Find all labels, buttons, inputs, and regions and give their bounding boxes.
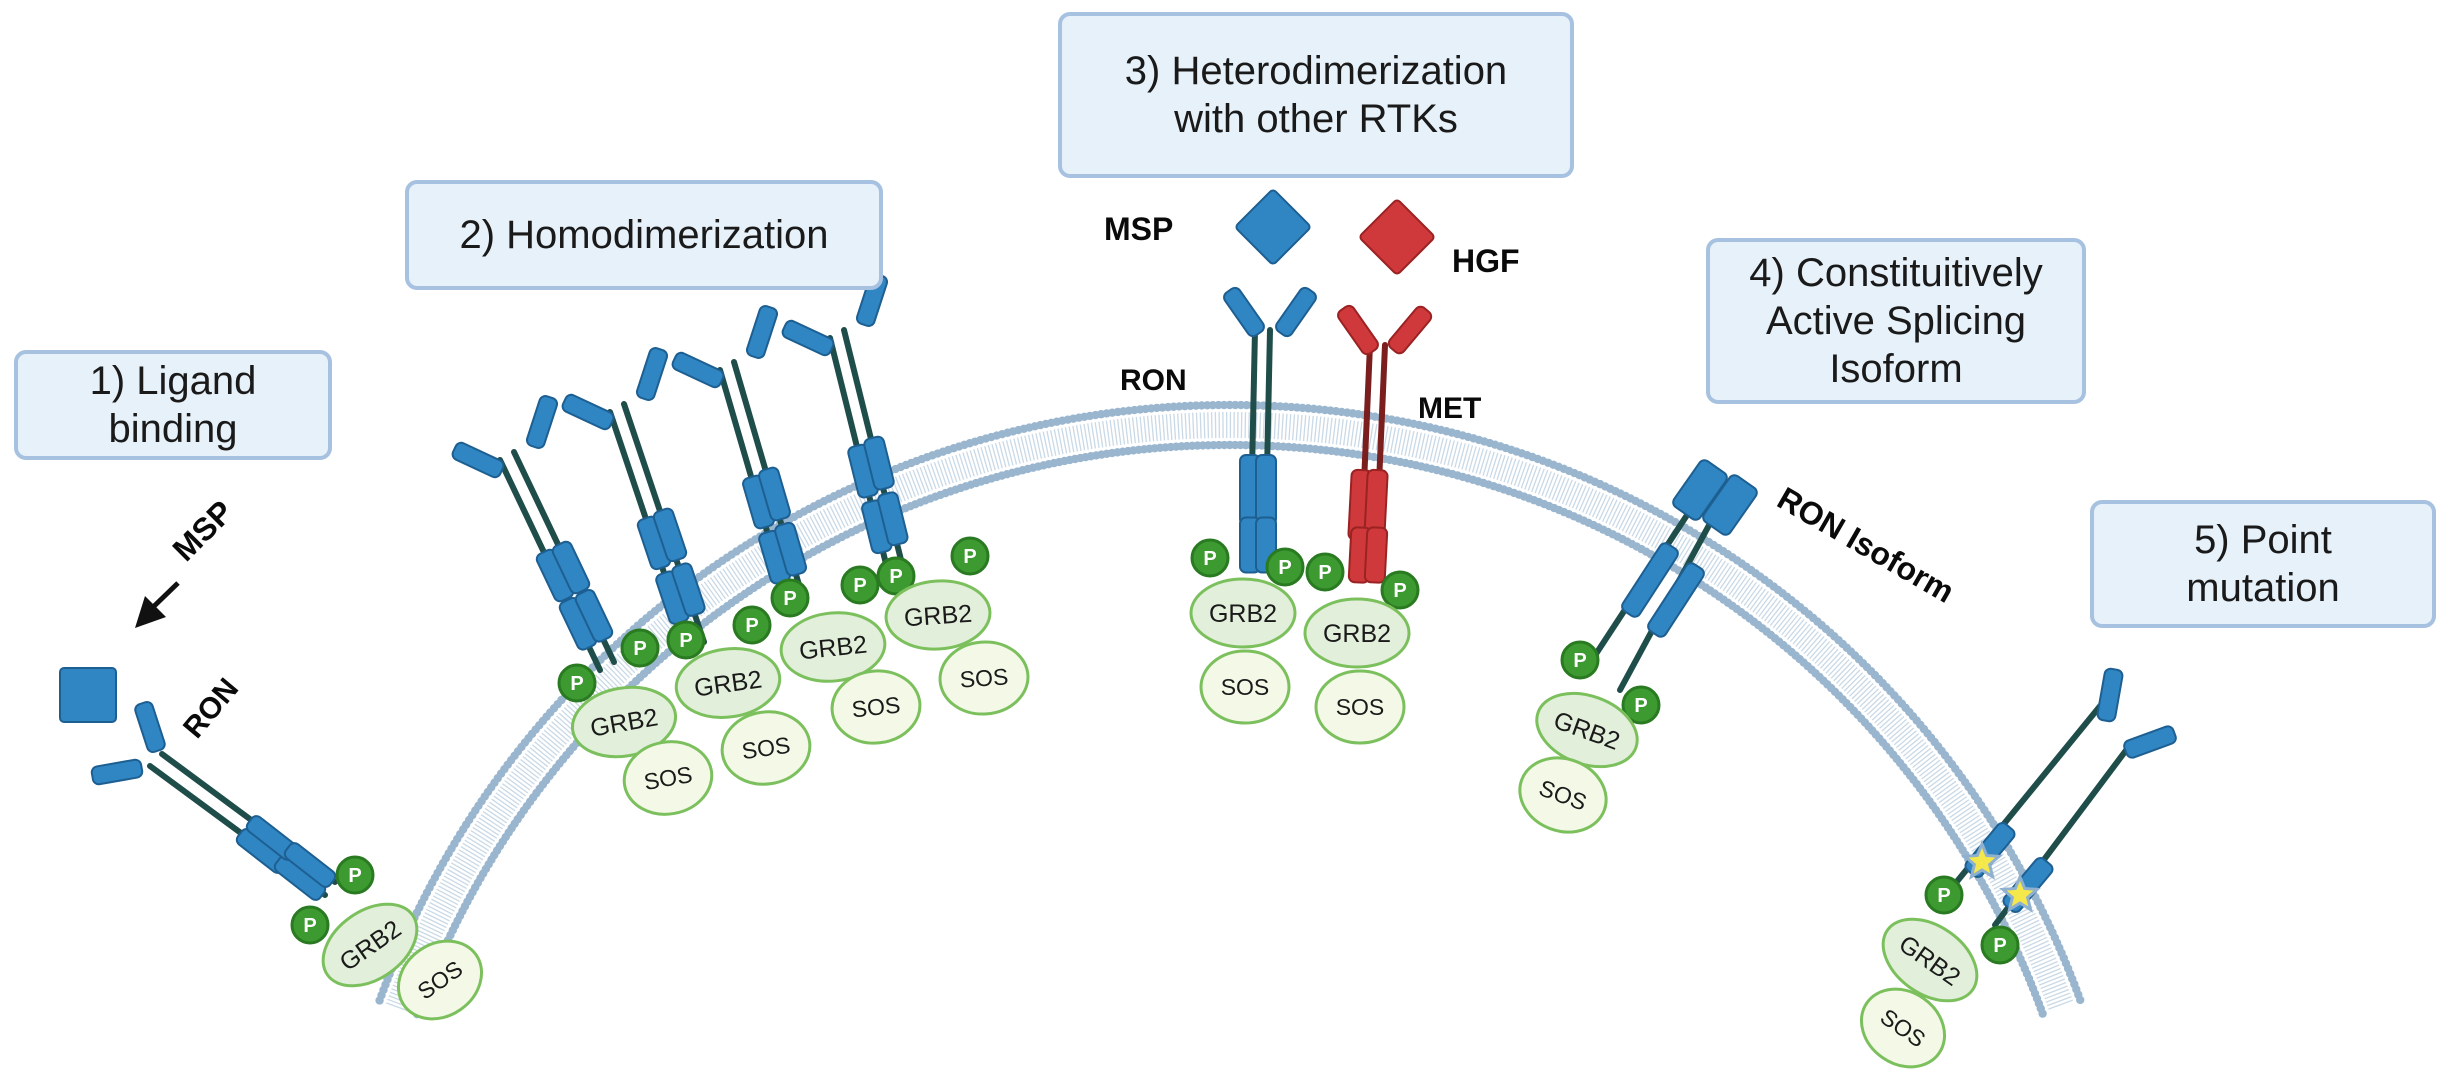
phosphate-2-3: P bbox=[668, 622, 704, 658]
sos-label: SOS bbox=[850, 692, 901, 723]
grb2-label: GRB2 bbox=[1209, 600, 1277, 628]
phosphate-2-2: P bbox=[622, 630, 658, 666]
phosphate-2-4: P bbox=[734, 607, 770, 643]
receptor-ron-homodimer-3 bbox=[671, 304, 808, 610]
phosphate-label: P bbox=[1203, 548, 1216, 570]
phosphate-label: P bbox=[1634, 695, 1647, 717]
phosphate-2-8: P bbox=[952, 538, 988, 574]
phosphate-5b: P bbox=[1982, 927, 2018, 963]
phosphate-label: P bbox=[348, 865, 361, 887]
sos-label: SOS bbox=[1336, 694, 1385, 720]
receptor-ron-met-heterodimer bbox=[1222, 189, 1435, 583]
msp-ligand bbox=[60, 668, 116, 722]
label-msp-3: MSP bbox=[1104, 211, 1173, 247]
phosphate-label: P bbox=[679, 630, 692, 652]
phosphate-label: P bbox=[303, 915, 316, 937]
receptor-ron-homodimer-1 bbox=[451, 394, 615, 670]
phosphate-2-5: P bbox=[772, 580, 808, 616]
box-homodimerization-line1: 2) Homodimerization bbox=[459, 211, 828, 259]
box-ligand-binding-line1: 1) Ligand bbox=[90, 357, 257, 405]
box-ligand-binding-line2: binding bbox=[108, 405, 237, 453]
phosphate-label: P bbox=[1573, 650, 1586, 672]
phosphate-label: P bbox=[963, 546, 976, 568]
box-heterodimerization: 3) Heterodimerization with other RTKs bbox=[1058, 12, 1574, 178]
phosphate-label: P bbox=[889, 566, 902, 588]
phosphate-3-4: P bbox=[1382, 572, 1418, 608]
phosphate-5a: P bbox=[1926, 877, 1962, 913]
hgf-ligand bbox=[1359, 199, 1435, 275]
grb2-label: GRB2 bbox=[1323, 620, 1391, 648]
phosphate-label: P bbox=[1937, 885, 1950, 907]
sos-label: SOS bbox=[959, 663, 1009, 692]
phosphate-1a: P bbox=[337, 857, 373, 893]
box-point-mutation-line2: mutation bbox=[2186, 564, 2339, 612]
phosphate-label: P bbox=[783, 588, 796, 610]
box-ligand-binding: 1) Ligand binding bbox=[14, 350, 332, 460]
phosphate-2-1: P bbox=[559, 665, 595, 701]
label-met: MET bbox=[1418, 392, 1481, 425]
grb2-3a: GRB2 bbox=[1191, 579, 1295, 647]
label-hgf: HGF bbox=[1452, 243, 1520, 279]
phosphate-label: P bbox=[745, 615, 758, 637]
grb2-label: GRB2 bbox=[903, 600, 973, 633]
phosphate-4a: P bbox=[1562, 642, 1598, 678]
label-msp-1: MSP bbox=[165, 493, 239, 567]
phosphate-2-6: P bbox=[842, 567, 878, 603]
phosphate-label: P bbox=[1278, 557, 1291, 579]
box-splicing-isoform-line3: Isoform bbox=[1829, 345, 1962, 393]
box-splicing-isoform-line1: 4) Constituitively bbox=[1749, 249, 2042, 297]
phosphate-label: P bbox=[1393, 580, 1406, 602]
box-heterodimerization-line2: with other RTKs bbox=[1174, 95, 1458, 143]
box-point-mutation: 5) Point mutation bbox=[2090, 500, 2436, 628]
box-point-mutation-line1: 5) Point bbox=[2194, 516, 2332, 564]
msp-ligand-3 bbox=[1235, 189, 1311, 265]
phosphate-label: P bbox=[1993, 935, 2006, 957]
label-ron-1: RON bbox=[177, 672, 245, 744]
sos-2-4: SOS bbox=[938, 639, 1031, 717]
phosphate-3-2: P bbox=[1267, 549, 1303, 585]
box-splicing-isoform: 4) Constituitively Active Splicing Isofo… bbox=[1706, 238, 2086, 404]
phosphate-3-3: P bbox=[1307, 554, 1343, 590]
label-ron-3: RON bbox=[1120, 364, 1187, 397]
phosphate-1b: P bbox=[292, 907, 328, 943]
phosphate-label: P bbox=[853, 575, 866, 597]
sos-3b: SOS bbox=[1316, 671, 1404, 743]
sos-3a: SOS bbox=[1201, 651, 1289, 723]
sos-label: SOS bbox=[1221, 674, 1270, 700]
phosphate-label: P bbox=[1318, 562, 1331, 584]
label-ron-isoform: RON Isoform bbox=[1772, 480, 1961, 610]
box-heterodimerization-line1: 3) Heterodimerization bbox=[1125, 47, 1507, 95]
sos-2-2: SOS bbox=[717, 706, 814, 790]
box-splicing-isoform-line2: Active Splicing bbox=[1766, 297, 2026, 345]
box-homodimerization: 2) Homodimerization bbox=[405, 180, 883, 290]
phosphate-label: P bbox=[570, 673, 583, 695]
phosphate-label: P bbox=[633, 638, 646, 660]
phosphate-3-1: P bbox=[1192, 540, 1228, 576]
grb2-3b: GRB2 bbox=[1305, 599, 1409, 667]
